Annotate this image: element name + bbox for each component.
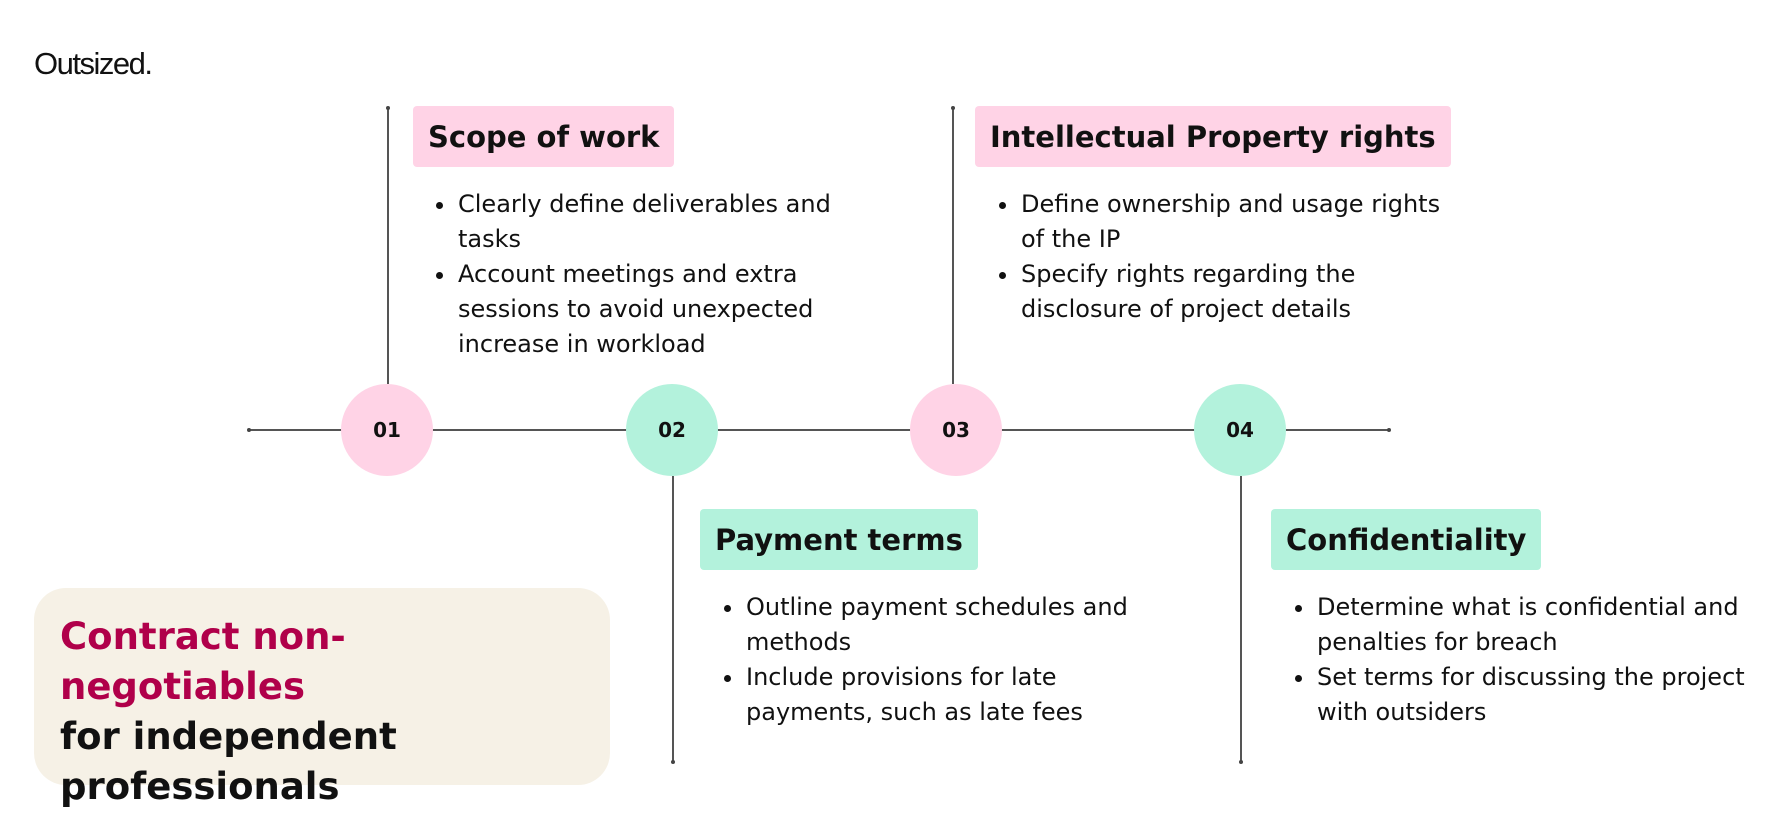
step-04-bullets: Determine what is confidential and penal… <box>1287 590 1787 730</box>
bullet-item: Determine what is confidential and penal… <box>1295 590 1777 660</box>
hero-title-rest: for independent professionals <box>60 715 397 808</box>
bullet-item: Specify rights regarding the disclosure … <box>999 257 1441 327</box>
bullet-item: Clearly define deliverables and tasks <box>436 187 898 257</box>
timeline-start-dot <box>247 428 251 432</box>
connector-01-dot <box>386 106 390 110</box>
connector-01 <box>387 108 389 384</box>
hero-panel: Contract non-negotiables for independent… <box>34 588 610 808</box>
bullet-item: Include provisions for late payments, su… <box>724 660 1176 730</box>
connector-04 <box>1240 476 1242 762</box>
step-03-circle: 03 <box>910 384 1002 476</box>
bullet-item: Account meetings and extra sessions to a… <box>436 257 898 362</box>
step-02-title: Payment terms <box>700 509 978 570</box>
connector-02-dot <box>671 760 675 764</box>
timeline-end-dot <box>1387 428 1391 432</box>
step-01-title: Scope of work <box>413 106 675 167</box>
hero-title-accent: Contract non-negotiables <box>60 615 346 708</box>
connector-02 <box>672 476 674 762</box>
bullet-item: Outline payment schedules and methods <box>724 590 1176 660</box>
connector-04-dot <box>1239 760 1243 764</box>
outsized-logo: Outsized. <box>34 46 153 81</box>
bullet-item: Define ownership and usage rights of the… <box>999 187 1441 257</box>
step-04-circle: 04 <box>1194 384 1286 476</box>
step-03-title: Intellectual Property rights <box>975 106 1451 167</box>
step-01-circle: 01 <box>341 384 433 476</box>
step-02-bullets: Outline payment schedules and methods In… <box>716 590 1216 730</box>
connector-03 <box>952 108 954 384</box>
step-01-bullets: Clearly define deliverables and tasks Ac… <box>428 187 928 362</box>
step-02-circle: 02 <box>626 384 718 476</box>
step-04-title: Confidentiality <box>1271 509 1542 570</box>
step-03-bullets: Define ownership and usage rights of the… <box>991 187 1491 327</box>
connector-03-dot <box>951 106 955 110</box>
bullet-item: Set terms for discussing the project wit… <box>1295 660 1777 730</box>
timeline-axis <box>249 429 1389 431</box>
